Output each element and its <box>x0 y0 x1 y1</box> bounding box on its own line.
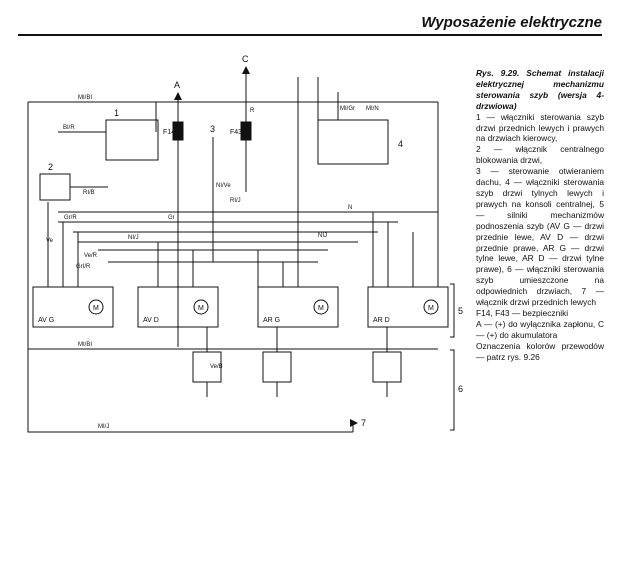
motor-ar-d: M <box>428 305 434 312</box>
wire-label-r: R <box>250 108 255 114</box>
wire-label-gr: Gr <box>168 215 175 221</box>
fuse-f43 <box>240 121 252 141</box>
caption-item: Oznaczenia kolorów przewodów — patrz rys… <box>476 340 604 362</box>
label-component-1: 1 <box>114 108 119 118</box>
wire-label-n: N <box>348 205 352 211</box>
wire-label-mi-bi: MI/BI <box>78 95 92 101</box>
wire-label-bi-r: BI/R <box>63 125 75 131</box>
wire-label-ve: Ve <box>46 238 54 244</box>
wire-label-mi-gr: MI/Gr <box>340 106 355 112</box>
wire-label-ri-b: RI/B <box>83 190 95 196</box>
switch-1-box <box>105 119 159 161</box>
label-supply-a: A <box>174 80 180 90</box>
label-component-3: 3 <box>210 124 215 134</box>
caption-title: Rys. 9.29. Schemat instalacji elektryczn… <box>476 68 604 111</box>
label-fuse-f14: F14 <box>163 129 175 136</box>
switch-2-box <box>39 173 71 201</box>
wire-label-ve-b: Ve/B <box>210 364 223 370</box>
caption-item: 2 — włącznik centralnego blokowania drzw… <box>476 144 604 166</box>
motor-av-d: M <box>198 305 204 312</box>
wire-label-ve-r: Ve/R <box>84 253 98 259</box>
label-component-7: 7 <box>361 418 366 428</box>
label-component-2: 2 <box>48 162 53 172</box>
label-supply-c: C <box>242 54 249 64</box>
caption-item: F14, F43 — bezpieczniki <box>476 307 569 318</box>
page-header: Wyposażenie elektryczne <box>18 12 602 36</box>
wire-label-gr-r: Gr/R <box>64 215 77 221</box>
motor-av-g: M <box>93 305 99 312</box>
caption-item: 3 — sterowanie otwieraniem dachu, 4 — wł… <box>476 166 604 308</box>
label-component-5: 5 <box>458 306 463 316</box>
wire-label-mi-j: MI/J <box>98 424 109 430</box>
module-av-d <box>137 286 219 328</box>
wiring-diagram: 1 2 3 4 5 6 7 A C F14 F43 AV G AV D AR G… <box>27 54 463 433</box>
label-module-av-d: AV D <box>143 317 159 324</box>
figure-caption: Rys. 9.29. Schemat instalacji elektryczn… <box>476 68 604 362</box>
caption-item: A — (+) do wyłącznika zapłonu, C — (+) d… <box>476 318 604 340</box>
wire-label-gr-ri: GrI/R <box>76 264 91 270</box>
label-fuse-f43: F43 <box>230 129 242 136</box>
switch-4-box <box>317 119 389 165</box>
motor-ar-g: M <box>318 305 324 312</box>
door-switch-ar-d <box>372 351 402 383</box>
wire-label-mi-bi-lower: MI/BI <box>78 342 92 348</box>
label-module-av-g: AV G <box>38 317 54 324</box>
label-component-6: 6 <box>458 384 463 394</box>
wire-label-mi-n: MI/N <box>366 106 379 112</box>
door-switch-ar-g <box>262 351 292 383</box>
module-ar-g <box>257 286 339 328</box>
module-av-g <box>32 286 114 328</box>
wire-label-ri-j: RI/J <box>230 198 241 204</box>
mi-j-ground-bus <box>27 102 353 433</box>
label-module-ar-d: AR D <box>373 317 390 324</box>
header-rule <box>18 34 602 36</box>
label-component-4: 4 <box>398 139 403 149</box>
module-ar-d <box>367 286 449 328</box>
section-title: Wyposażenie elektryczne <box>421 14 602 31</box>
wire-label-ni-j: NI/J <box>128 235 139 241</box>
wire-label-nij: NIJ <box>318 233 327 239</box>
label-module-ar-g: AR G <box>263 317 280 324</box>
caption-item: 1 — włączniki sterowania szyb drzwi prze… <box>476 111 604 144</box>
wire-label-ni-ve: NI/Ve <box>216 183 231 189</box>
